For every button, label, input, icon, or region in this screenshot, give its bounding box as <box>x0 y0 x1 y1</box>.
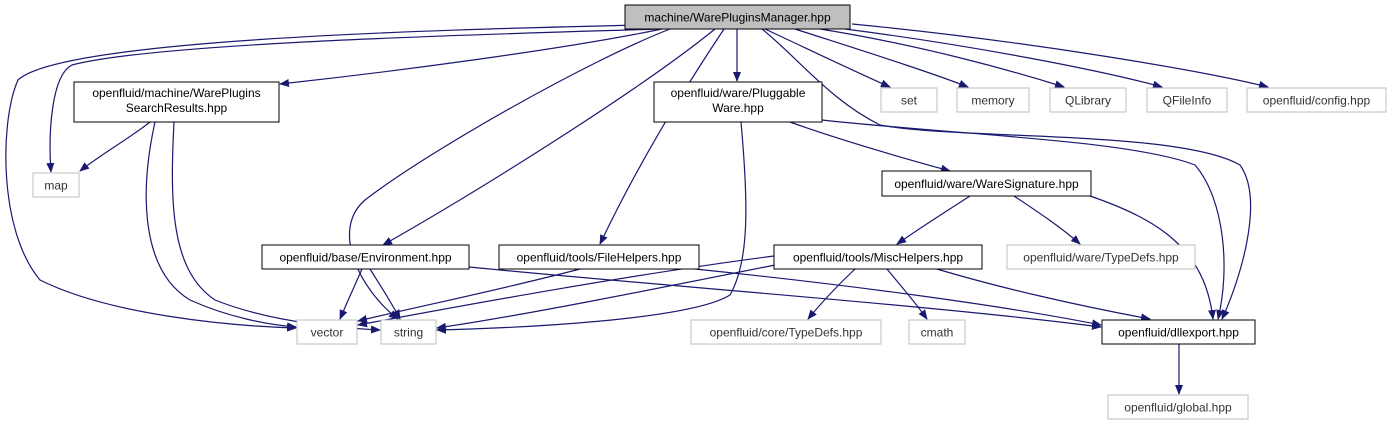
edge-mischelpers-to-dllexport <box>936 268 1151 322</box>
node-box <box>261 244 470 270</box>
node-label: openfluid/machine/WarePlugins <box>92 86 260 100</box>
edge-mischelpers-to-coretypedefs <box>807 268 856 320</box>
node-cmath[interactable]: cmath <box>908 319 966 345</box>
edge-root-to-memory <box>794 28 969 88</box>
edge-root-to-qlibrary <box>819 28 1065 89</box>
node-set[interactable]: set <box>880 87 938 113</box>
node-label: map <box>44 179 68 193</box>
edge-waresig-to-waretypedefs <box>1013 195 1081 245</box>
node-label: memory <box>971 94 1014 108</box>
node-box <box>880 87 938 113</box>
edge-mischelpers-to-cmath <box>886 268 928 320</box>
edge-root-to-dllexport <box>761 28 1252 320</box>
node-box <box>1101 319 1256 345</box>
edges-layer <box>5 23 1269 395</box>
node-label: openfluid/core/TypeDefs.hpp <box>710 326 863 340</box>
node-label: string <box>394 326 423 340</box>
node-root[interactable]: machine/WarePluginsManager.hpp <box>624 4 851 30</box>
node-label: vector <box>311 326 344 340</box>
node-qfileinfo[interactable]: QFileInfo <box>1146 87 1228 113</box>
node-label: openfluid/dllexport.hpp <box>1118 326 1239 340</box>
node-mischelpers[interactable]: openfluid/tools/MiscHelpers.hpp <box>773 244 983 270</box>
node-string[interactable]: string <box>380 319 437 345</box>
node-label: openfluid/ware/WareSignature.hpp <box>894 177 1079 191</box>
node-map[interactable]: map <box>32 172 80 198</box>
node-box <box>1006 244 1196 270</box>
node-label: openfluid/tools/MiscHelpers.hpp <box>793 251 963 265</box>
edge-waresig-to-mischelpers <box>896 195 971 245</box>
node-label: set <box>901 94 918 108</box>
edge-env-to-dllexport <box>468 266 1102 330</box>
node-waretypedefs[interactable]: openfluid/ware/TypeDefs.hpp <box>1006 244 1196 270</box>
edge-env-to-vector <box>339 268 363 320</box>
node-label: cmath <box>921 326 954 340</box>
node-filehelpers[interactable]: openfluid/tools/FileHelpers.hpp <box>498 244 700 270</box>
edge-mischelpers-to-vector <box>357 255 775 328</box>
node-box <box>32 172 80 198</box>
edge-pluggable-to-waresig <box>789 121 951 173</box>
node-label: openfluid/ware/TypeDefs.hpp <box>1023 251 1179 265</box>
node-box <box>908 319 966 345</box>
node-searchres[interactable]: openfluid/machine/WarePluginsSearchResul… <box>73 81 280 123</box>
nodes-layer: machine/WarePluginsManager.hpp openfluid/… <box>32 4 1387 420</box>
edge-root-to-searchres <box>279 28 663 88</box>
node-dllexport[interactable]: openfluid/dllexport.hpp <box>1101 319 1256 345</box>
edge-root-to-filehelpers <box>599 28 725 245</box>
node-box <box>1146 87 1228 113</box>
edge-filehelpers-to-vector <box>357 268 581 323</box>
node-label: openfluid/ware/Pluggable <box>671 86 806 100</box>
edge-root-to-qfileinfo <box>844 28 1163 89</box>
node-label: QLibrary <box>1065 94 1111 108</box>
edge-env-to-string <box>369 268 401 320</box>
edge-root-to-set <box>764 28 891 88</box>
node-box <box>296 319 358 345</box>
node-global[interactable]: openfluid/global.hpp <box>1107 394 1249 420</box>
node-box <box>1049 87 1127 113</box>
node-label: openfluid/global.hpp <box>1124 401 1232 415</box>
node-label: SearchResults.hpp <box>126 101 228 115</box>
node-env[interactable]: openfluid/base/Environment.hpp <box>261 244 470 270</box>
edge-mischelpers-to-string <box>436 263 781 331</box>
edge-pluggable-to-string <box>436 121 747 334</box>
node-box <box>956 87 1030 113</box>
edge-filehelpers-to-dllexport <box>694 268 1102 328</box>
edge-searchres-to-vector <box>145 121 297 331</box>
node-label: Ware.hpp <box>712 101 764 115</box>
node-memory[interactable]: memory <box>956 87 1030 113</box>
node-box <box>653 81 823 123</box>
node-box <box>773 244 983 270</box>
node-label: openfluid/base/Environment.hpp <box>279 251 451 265</box>
edge-searchres-to-map <box>79 121 151 172</box>
node-label: QFileInfo <box>1163 94 1212 108</box>
node-vector[interactable]: vector <box>296 319 358 345</box>
node-label: openfluid/config.hpp <box>1263 94 1371 108</box>
node-box <box>881 170 1092 197</box>
node-box <box>498 244 700 270</box>
edge-root-to-string <box>348 28 671 320</box>
edge-root-to-vector <box>5 24 641 332</box>
node-box <box>690 319 882 345</box>
node-box <box>1246 87 1387 113</box>
node-waresig[interactable]: openfluid/ware/WareSignature.hpp <box>881 170 1092 197</box>
node-config[interactable]: openfluid/config.hpp <box>1246 87 1387 113</box>
node-box <box>73 81 280 123</box>
node-qlibrary[interactable]: QLibrary <box>1049 87 1127 113</box>
node-coretypedefs[interactable]: openfluid/core/TypeDefs.hpp <box>690 319 882 345</box>
node-box <box>624 4 851 30</box>
node-box <box>380 319 437 345</box>
node-box <box>1107 394 1249 420</box>
edge-pluggable-to-dllexport <box>821 119 1225 320</box>
edge-root-to-env <box>382 28 716 246</box>
edge-root-to-map <box>46 28 661 173</box>
node-label: openfluid/tools/FileHelpers.hpp <box>517 251 682 265</box>
node-label: machine/WarePluginsManager.hpp <box>644 11 831 25</box>
edge-root-to-config <box>851 23 1269 89</box>
edge-waresig-to-dllexport <box>1089 195 1216 320</box>
